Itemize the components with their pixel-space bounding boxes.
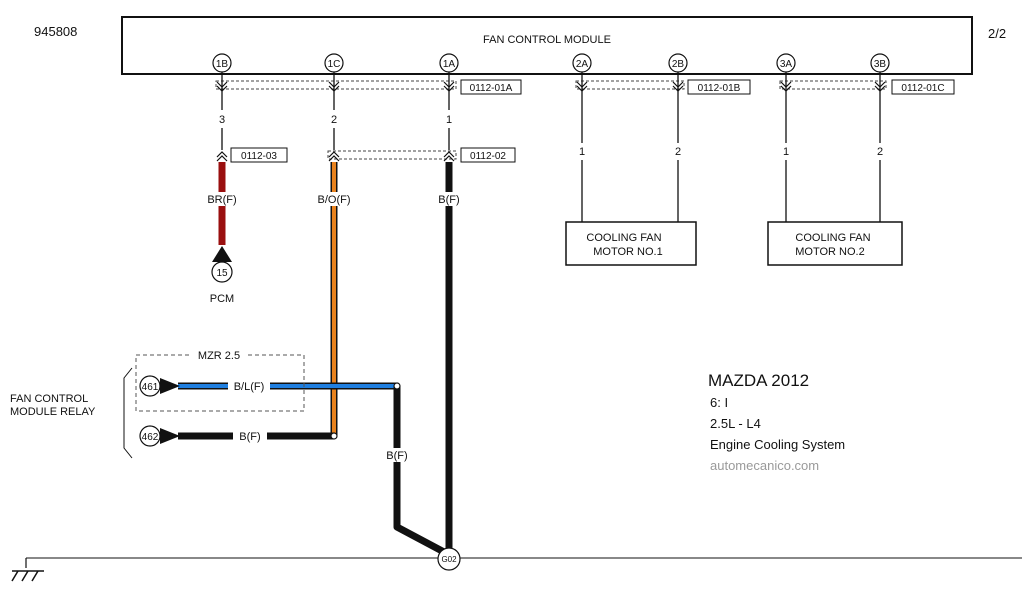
connector-0112-01a-box bbox=[460, 79, 522, 95]
connector-0112-02-outline bbox=[327, 150, 457, 160]
info-make: MAZDA 2012 bbox=[708, 371, 809, 390]
relay-terminal-462-label: 462 bbox=[142, 432, 159, 443]
motor-2-label-line1: COOLING FAN bbox=[795, 232, 870, 244]
connector-0112-01a-label: 0112-01A bbox=[470, 83, 513, 94]
pin-number-1b: 3 bbox=[219, 114, 225, 126]
wire-label-bo: B/O(F) bbox=[318, 194, 351, 206]
pcm-terminal bbox=[211, 261, 233, 283]
pin-2a-label: 2A bbox=[576, 59, 589, 70]
relay-461-arrow bbox=[160, 378, 180, 394]
mzr-option-label: MZR 2.5 bbox=[198, 350, 240, 362]
cooling-fan-motor-2 bbox=[767, 221, 903, 266]
connector-0112-01b-outline bbox=[575, 80, 685, 90]
motor-1-label-line2: MOTOR NO.1 bbox=[593, 246, 662, 258]
cooling-fan-motor-1 bbox=[565, 221, 697, 266]
thin-wires bbox=[221, 72, 881, 222]
relay-bracket bbox=[123, 367, 133, 459]
wire-labels: BR(F) B/O(F) B(F) B/L(F) B(F) B(F) bbox=[202, 192, 466, 462]
page-number: 2/2 bbox=[988, 26, 1006, 41]
wire-label-bl: B/L(F) bbox=[234, 381, 265, 393]
connector-labels: 0112-01A 0112-01B 0112-01C 0112-03 0112-… bbox=[230, 79, 955, 163]
relay-terminal-461-label: 461 bbox=[142, 382, 159, 393]
connector-0112-01c-box bbox=[891, 79, 955, 95]
harness-connector-chevrons bbox=[216, 151, 455, 162]
pin-3b-label: 3B bbox=[874, 59, 887, 70]
motor-1-label-line1: COOLING FAN bbox=[586, 232, 661, 244]
pin-number-1c: 2 bbox=[331, 114, 337, 126]
pin-1a-label: 1A bbox=[443, 59, 456, 70]
info-system: Engine Cooling System bbox=[710, 437, 845, 452]
fan-control-module-box bbox=[121, 16, 973, 75]
module-title: FAN CONTROL MODULE bbox=[483, 34, 611, 46]
connector-0112-03-box bbox=[230, 147, 288, 163]
connector-0112-02-box bbox=[460, 147, 516, 163]
pin-number-motor1-1: 1 bbox=[579, 146, 585, 158]
relay-label-line2: MODULE RELAY bbox=[10, 406, 96, 418]
connector-0112-01b-label: 0112-01B bbox=[698, 83, 741, 94]
connector-0112-01b-box bbox=[687, 79, 751, 95]
connector-0112-01c-label: 0112-01C bbox=[901, 83, 944, 94]
pin-number-motor2-1: 1 bbox=[783, 146, 789, 158]
ground-point-label: G02 bbox=[441, 555, 457, 564]
pcm-terminal-number: 15 bbox=[216, 268, 228, 279]
connector-0112-03-label: 0112-03 bbox=[241, 151, 277, 162]
module-connector-chevrons bbox=[216, 81, 886, 92]
relay-label-line1: FAN CONTROL bbox=[10, 393, 88, 405]
pin-3a-label: 3A bbox=[780, 59, 793, 70]
diagram-id: 945808 bbox=[34, 24, 77, 39]
wire-b-splice bbox=[393, 386, 446, 556]
ground-symbol-icon bbox=[11, 570, 44, 582]
connector-0112-01c-outline bbox=[779, 80, 887, 90]
relay-terminal-461 bbox=[139, 375, 161, 397]
splice-point-b bbox=[330, 432, 338, 440]
pcm-label: PCM bbox=[210, 293, 234, 305]
pin-numbers: 3 2 1 1 2 1 2 bbox=[219, 114, 883, 158]
relay-terminal-462 bbox=[139, 425, 161, 447]
wire-label-b-462: B(F) bbox=[239, 431, 260, 443]
ground-point-g02 bbox=[437, 547, 461, 571]
splice-point-bl bbox=[393, 382, 401, 390]
pin-number-1a: 1 bbox=[446, 114, 452, 126]
info-model: 6: I bbox=[710, 395, 728, 410]
pin-number-motor1-2: 2 bbox=[675, 146, 681, 158]
relay-462-arrow bbox=[160, 428, 180, 444]
connector-0112-02-label: 0112-02 bbox=[470, 151, 506, 162]
pin-number-motor2-2: 2 bbox=[877, 146, 883, 158]
info-source: automecanico.com bbox=[710, 458, 819, 473]
info-engine: 2.5L - L4 bbox=[710, 416, 761, 431]
wire-label-b-splice: B(F) bbox=[386, 450, 407, 462]
pin-2b-label: 2B bbox=[672, 59, 685, 70]
motor-2-label-line2: MOTOR NO.2 bbox=[795, 246, 864, 258]
wire-label-br: BR(F) bbox=[207, 194, 236, 206]
pin-1c-label: 1C bbox=[328, 59, 341, 70]
pin-1b-label: 1B bbox=[216, 59, 229, 70]
wire-label-b-1a: B(F) bbox=[438, 194, 459, 206]
pcm-connector-arrow bbox=[212, 246, 232, 262]
